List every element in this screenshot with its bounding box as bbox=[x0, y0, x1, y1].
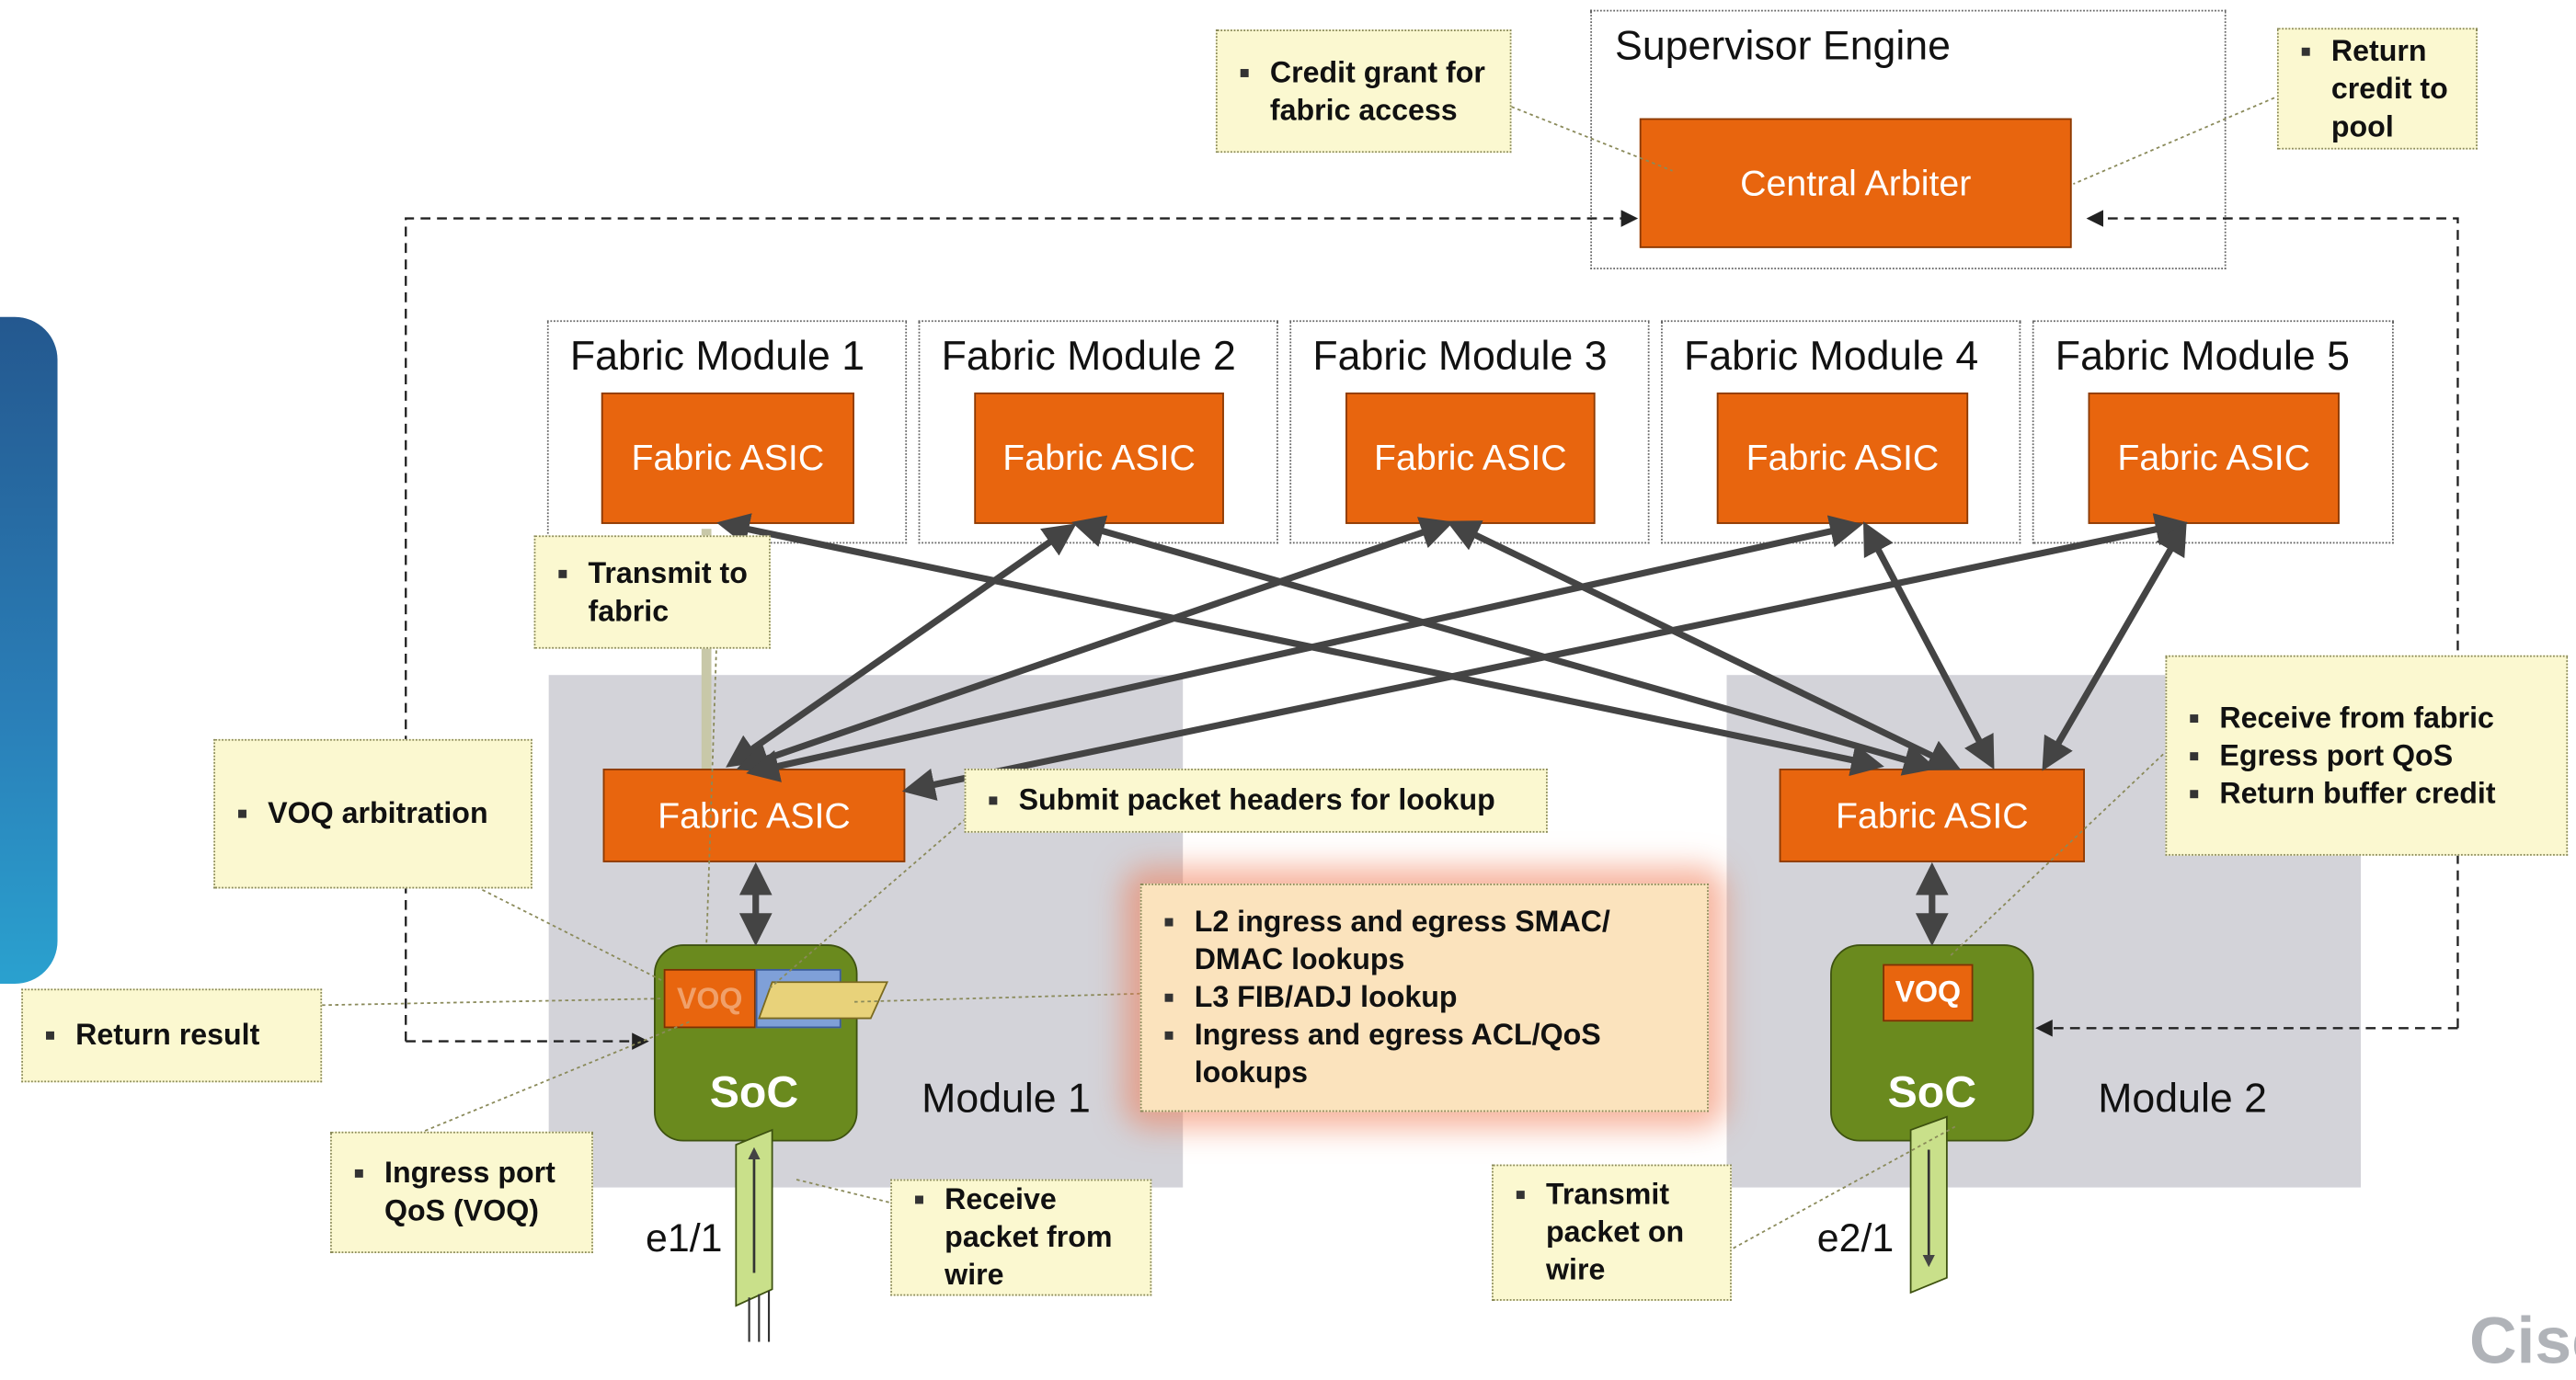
header-packet bbox=[758, 981, 889, 1020]
callout-lookups-l2: L2 ingress and egress SMAC/ DMAC lookups bbox=[1158, 904, 1693, 979]
callout-transmit-wire: Transmit packet on wire bbox=[1492, 1164, 1732, 1301]
callout-return-result-text: Return result bbox=[40, 1017, 259, 1055]
callout-receive-fabric-text: Receive from fabric bbox=[2183, 699, 2495, 736]
callout-voq-arbitration-text: VOQ arbitration bbox=[232, 795, 488, 833]
soc-label-2: SoC bbox=[1887, 1067, 1977, 1117]
callout-transmit-fabric: Transmit to fabric bbox=[533, 535, 771, 649]
cisco-logo: Cisco bbox=[2468, 1306, 2576, 1378]
callout-transmit-wire-text: Transmit packet on wire bbox=[1510, 1176, 1717, 1289]
callout-return-buffer-text: Return buffer credit bbox=[2183, 774, 2496, 812]
fabric-module-2-title: Fabric Module 2 bbox=[941, 333, 1236, 380]
callout-voq-arbitration: VOQ arbitration bbox=[213, 738, 532, 889]
callout-credit-grant: Credit grant for fabric access bbox=[1215, 29, 1512, 154]
voq-module-2: VOQ bbox=[1883, 964, 1974, 1022]
fabric-asic-module-1: Fabric ASIC bbox=[602, 769, 906, 862]
voq-module-1: VOQ bbox=[663, 968, 756, 1029]
callout-ingress-qos-text: Ingress port QoS (VOQ) bbox=[349, 1155, 578, 1230]
fabric-module-5-title: Fabric Module 5 bbox=[2055, 333, 2350, 380]
callout-egress-qos-text: Egress port QoS bbox=[2183, 736, 2495, 774]
callout-receive-wire: Receive packet from wire bbox=[890, 1179, 1152, 1296]
link-fm4-m2 bbox=[1863, 521, 1995, 770]
callout-lookups-acl: Ingress and egress ACL/QoS lookups bbox=[1158, 1017, 1693, 1092]
callout-ingress-qos: Ingress port QoS (VOQ) bbox=[330, 1131, 593, 1254]
fabric-asic-fm3: Fabric ASIC bbox=[1345, 392, 1596, 524]
dashed-credit-path-left bbox=[405, 210, 1639, 1042]
port-e1-1-label: e1/1 bbox=[646, 1216, 723, 1261]
callout-transmit-fabric-text: Transmit to fabric bbox=[552, 554, 756, 630]
callout-return-credit: Return credit to pool bbox=[2276, 28, 2478, 150]
link-m1-fm3 bbox=[736, 517, 1454, 774]
supervisor-engine-title: Supervisor Engine bbox=[1615, 23, 1951, 70]
callout-submit-headers-text: Submit packet headers for lookup bbox=[982, 781, 1495, 819]
fabric-module-3-title: Fabric Module 3 bbox=[1312, 333, 1608, 380]
port-e2-1-label: e2/1 bbox=[1816, 1216, 1895, 1261]
callout-lookups-l3: L3 FIB/ADJ lookup bbox=[1158, 979, 1693, 1017]
fabric-asic-fm2: Fabric ASIC bbox=[974, 392, 1224, 524]
dashed-credit-path-right bbox=[2086, 210, 2459, 1029]
soc-label-1: SoC bbox=[709, 1067, 799, 1117]
callout-lookups: L2 ingress and egress SMAC/ DMAC lookups… bbox=[1139, 884, 1709, 1112]
fabric-diagram: Supervisor Engine Central Arbiter Fabric… bbox=[0, 9, 2576, 1378]
fabric-asic-fm4: Fabric ASIC bbox=[1716, 392, 1969, 524]
side-tab-decoration bbox=[0, 316, 58, 985]
module-1-title: Module 1 bbox=[922, 1076, 1091, 1123]
fabric-module-1-title: Fabric Module 1 bbox=[569, 333, 865, 380]
link-fm5-m2 bbox=[2042, 521, 2187, 771]
callout-credit-grant-text: Credit grant for fabric access bbox=[1234, 53, 1497, 129]
callout-return-credit-text: Return credit to pool bbox=[2296, 32, 2463, 145]
callout-receive-wire-text: Receive packet from wire bbox=[909, 1180, 1137, 1294]
fabric-asic-fm5: Fabric ASIC bbox=[2088, 392, 2340, 524]
callout-receive-fabric: Receive from fabric Egress port QoS Retu… bbox=[2165, 655, 2569, 856]
fabric-module-4-title: Fabric Module 4 bbox=[1684, 333, 1979, 380]
connections-layer bbox=[322, 94, 2459, 1342]
central-arbiter: Central Arbiter bbox=[1639, 118, 2072, 248]
callout-return-result: Return result bbox=[21, 988, 323, 1083]
callout-submit-headers: Submit packet headers for lookup bbox=[964, 769, 1548, 833]
module-2-title: Module 2 bbox=[2098, 1076, 2267, 1123]
